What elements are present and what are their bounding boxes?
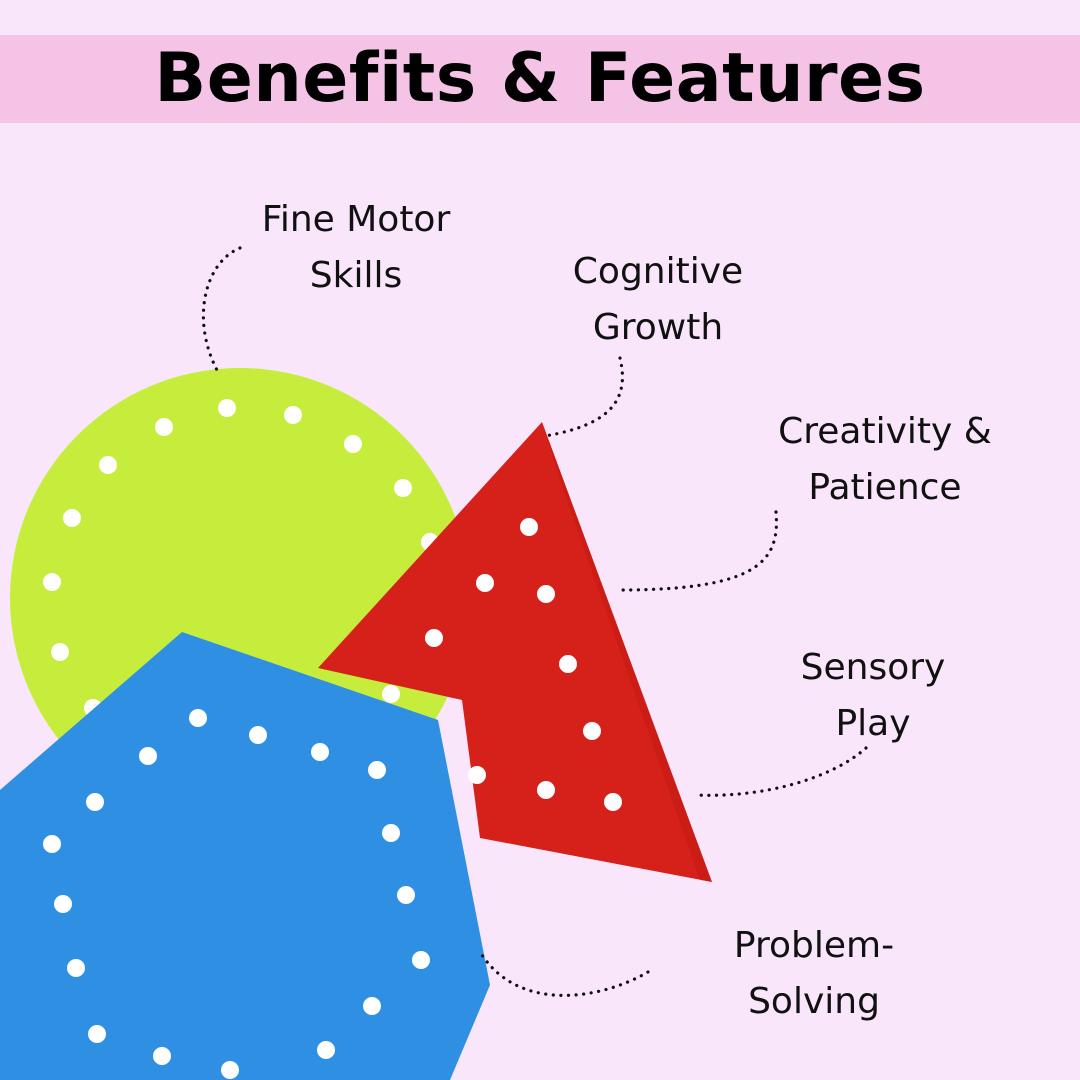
connector-creativity xyxy=(618,510,779,592)
feature-label-line: Solving xyxy=(748,981,880,1022)
connector-cognitive xyxy=(543,356,625,438)
connector-sensory xyxy=(694,746,868,797)
hexagon-lacing-holes xyxy=(43,709,430,1079)
feature-label-line: Sensory xyxy=(800,647,946,688)
feature-label-fine-motor: Fine Motor Skills xyxy=(236,192,476,304)
feature-label-line: Play xyxy=(835,703,911,744)
feature-label-sensory: Sensory Play xyxy=(778,640,968,752)
feature-label-line: Skills xyxy=(309,255,403,296)
feature-label-line: Creativity & xyxy=(778,411,992,452)
feature-label-creativity: Creativity & Patience xyxy=(762,404,1008,516)
blue-hexagon-shape xyxy=(0,632,490,1080)
feature-label-cognitive: Cognitive Growth xyxy=(548,244,768,356)
feature-label-problem-solving: Problem- Solving xyxy=(702,918,926,1030)
feature-label-line: Problem- xyxy=(733,925,895,966)
circle-lacing-holes xyxy=(43,399,439,717)
feature-label-line: Fine Motor xyxy=(261,199,451,240)
page-title: Benefits & Features xyxy=(154,39,926,118)
triangle-lacing-holes xyxy=(382,518,622,811)
connector-problem-solving xyxy=(480,953,650,997)
connector-fine-motor xyxy=(201,246,242,374)
feature-label-line: Patience xyxy=(808,467,962,508)
feature-label-line: Growth xyxy=(592,307,724,348)
red-triangle-shape xyxy=(318,422,712,882)
feature-label-line: Cognitive xyxy=(572,251,744,292)
header-banner: Benefits & Features xyxy=(0,35,1080,123)
